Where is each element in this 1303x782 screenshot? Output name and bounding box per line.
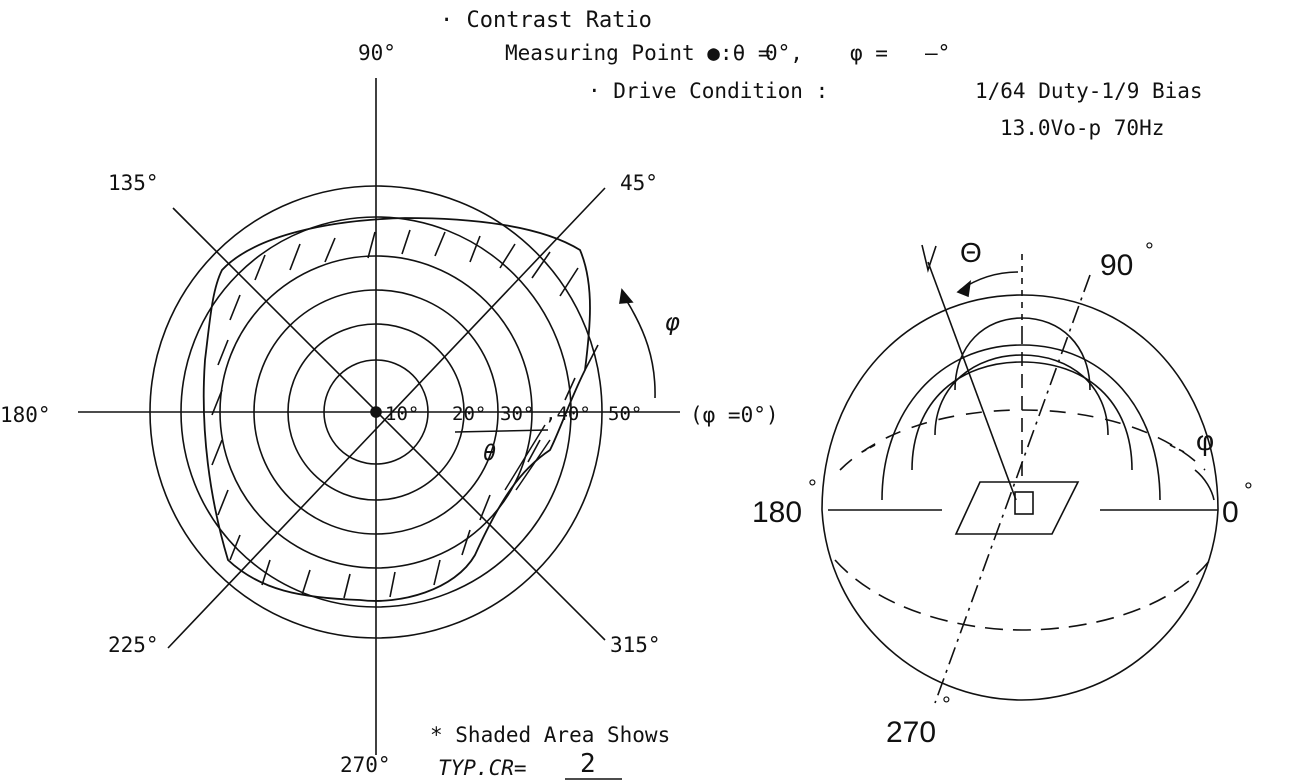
sample-plate [954,481,1080,535]
drive-condition-value: 1/64 Duty-1/9 Bias [975,79,1203,103]
label-180: 180° [0,403,51,427]
hemi-degree-270: ° [942,692,951,717]
axis-90-270-dashdot [934,274,1091,704]
polar-labels: 90° 135° 45° 180° (φ =0°) 225° 315° 270°… [0,41,779,780]
hemi-label-180: 180 [752,496,802,529]
hemi-degree-180: ° [808,475,817,500]
label-135: 135° [108,171,159,195]
label-45: 45° [620,171,658,195]
hemi-label-0: 0 [1222,496,1239,529]
phi-symbol: φ [665,308,680,336]
phi-value: —° [925,41,950,65]
drive-condition-voltage: 13.0Vo-p 70Hz [1000,116,1164,140]
ring-label-50: 50° [608,403,642,425]
theta-arc-head [956,280,972,298]
phi-label: φ = [850,41,888,65]
shaded-area-note: * Shaded Area Shows [430,723,670,747]
header-text: · Contrast Ratio Measuring Point ●:θ = 0… [440,8,1203,140]
viewing-direction-line [927,261,1017,501]
drive-condition-label: · Drive Condition : [588,79,828,103]
equator-dashed-front [834,559,1211,631]
sample-measuring-spot [1014,491,1034,515]
hemi-degree-90: ° [1145,238,1154,263]
ring-label-40: ,40° [545,403,591,425]
ring-label-20: 20° [452,403,486,425]
hemisphere-labels: 90 ° 180 ° 0 ° 270 ° Θ φ [752,237,1253,749]
label-225: 225° [108,633,159,657]
hemi-theta-symbol: Θ [960,237,982,268]
phi-arc [1194,469,1215,501]
label-0: (φ =0°) [690,403,779,427]
hemisphere-ring-4 [881,344,1161,501]
hemisphere-diagram [821,244,1219,704]
title: · Contrast Ratio [440,8,652,33]
hemi-label-270: 270 [886,716,936,749]
hemi-label-90: 90 [1100,249,1133,282]
measuring-point-dot [370,406,382,418]
phi-arrow-head [619,288,634,304]
polar-diagram [78,78,680,755]
label-270: 270° [340,753,391,777]
theta-indicator-line [454,429,549,433]
theta-arrow-line [504,424,546,491]
measuring-point-label: Measuring Point ●:θ = [505,41,771,65]
theta-arrow-line-2 [515,439,551,491]
polar-axis-diagonal-135-315 [172,207,606,641]
hatch-marks [211,229,599,599]
label-315: 315° [610,633,661,657]
label-90: 90° [358,41,396,65]
theta-symbol: θ [483,441,496,466]
theta-value: 0°, [765,41,803,65]
viewing-direction-arrow [921,244,937,273]
typ-cr-label: TYP.CR= [438,756,527,780]
typ-cr-value: 2 [580,749,596,779]
hemi-phi-symbol: φ [1196,425,1214,456]
cr-boundary-curve [202,217,591,602]
ring-label-10: 10° [385,403,419,425]
phi-arrow-arc [624,297,656,399]
hemisphere-lower-outline [821,509,1219,701]
hemi-degree-0: ° [1244,478,1253,503]
ring-label-30: 30° [500,403,534,425]
